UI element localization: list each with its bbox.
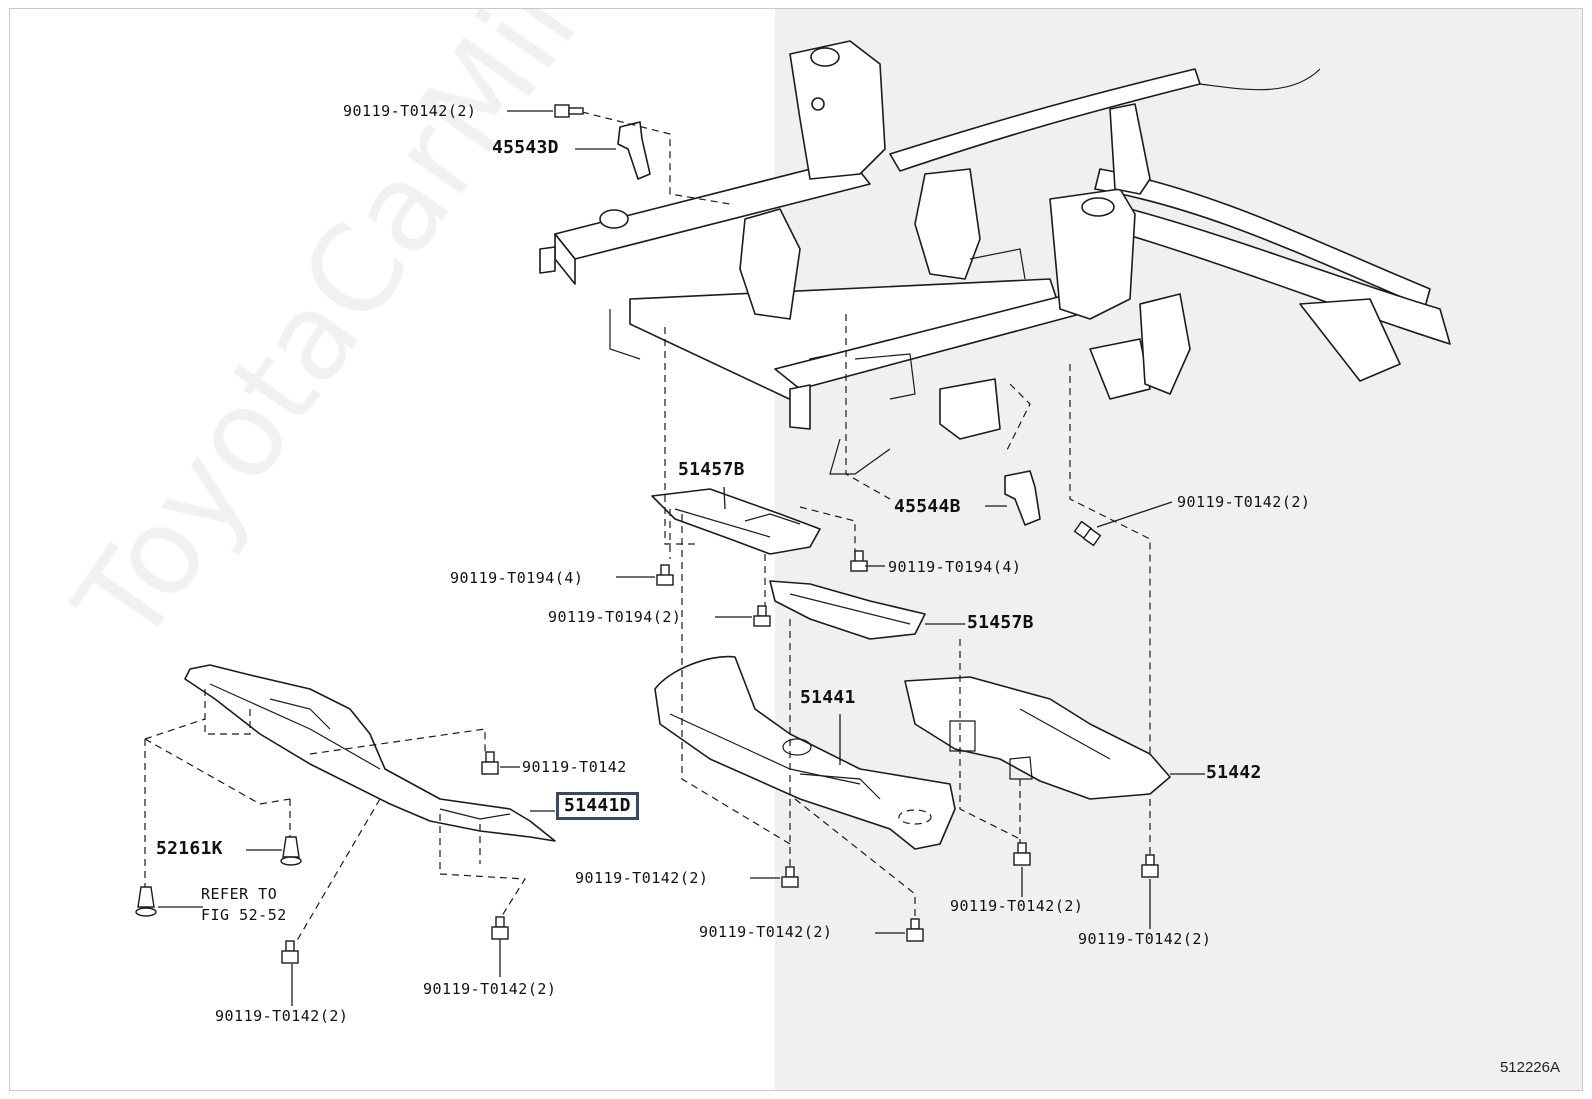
- bolt-right-diagonal: [1073, 520, 1102, 547]
- bolt-51441d-b: [281, 940, 299, 964]
- callout-90119-t0194-4-left: 90119-T0194(4): [450, 569, 584, 587]
- callout-90119-t0194-4-right: 90119-T0194(4): [888, 558, 1022, 576]
- callout-90119-t0142-51441-a: 90119-T0142(2): [575, 869, 709, 887]
- callout-90119-t0142-51442-a: 90119-T0142(2): [950, 897, 1084, 915]
- bracket-45544b: [1004, 470, 1041, 526]
- callout-refer-to: REFER TO: [201, 885, 278, 903]
- bracket-45543d: [617, 121, 651, 180]
- shield-51441d: [184, 664, 556, 842]
- vehicle-frame: [539, 40, 1451, 475]
- clip-refer: [135, 886, 157, 917]
- figure-code: 512226A: [1499, 1059, 1560, 1076]
- callout-90119-t0142-51441-b: 90119-T0142(2): [699, 923, 833, 941]
- callout-90119-t0142-right: 90119-T0142(2): [1177, 493, 1311, 511]
- callout-51442: 51442: [1206, 762, 1262, 783]
- callout-52161k: 52161K: [156, 838, 223, 859]
- bolt-51441-b: [906, 918, 924, 942]
- diagram-drawing: [135, 9, 1582, 1090]
- callout-51457b-upper: 51457B: [678, 459, 745, 480]
- bolt-top-left: [554, 104, 584, 118]
- bolt-51441d-a: [481, 751, 499, 775]
- callout-51457b-lower: 51457B: [967, 612, 1034, 633]
- callout-45543d: 45543D: [492, 137, 559, 158]
- leader-lines: [158, 110, 1205, 1006]
- callout-90119-t0142-bottom-center-left: 90119-T0142(2): [423, 980, 557, 998]
- skid-plate-51442: [904, 676, 1171, 800]
- callout-51441: 51441: [800, 687, 856, 708]
- plate-51457b-lower: [769, 580, 926, 640]
- shaded-panel: [775, 9, 1582, 1090]
- bolt-51442-a: [1013, 842, 1031, 866]
- callout-45544b: 45544B: [894, 496, 961, 517]
- callout-90119-t0142-top-left: 90119-T0142(2): [343, 102, 477, 120]
- skid-plate-51441: [654, 655, 956, 850]
- callout-90119-t0142-single: 90119-T0142: [522, 758, 627, 776]
- clip-52161k: [280, 836, 302, 866]
- bolt-51442-b: [1141, 854, 1159, 878]
- callout-51441d-highlighted[interactable]: 51441D: [556, 792, 639, 820]
- bolt-t0194-mid: [753, 605, 771, 627]
- bolt-51441d-c: [491, 916, 509, 940]
- callout-90119-t0142-51442-b: 90119-T0142(2): [1078, 930, 1212, 948]
- bolt-t0194-left: [656, 564, 674, 586]
- assembly-guide-lines: [144, 111, 1151, 945]
- plate-51457b-upper: [651, 488, 821, 555]
- parts-diagram: ToyotaCarMine.ru: [9, 8, 1583, 1091]
- bolt-51441-a: [781, 866, 799, 888]
- callout-90119-t0142-bottom-left: 90119-T0142(2): [215, 1007, 349, 1025]
- callout-fig-52-52: FIG 52-52: [201, 906, 287, 924]
- callout-90119-t0194-2: 90119-T0194(2): [548, 608, 682, 626]
